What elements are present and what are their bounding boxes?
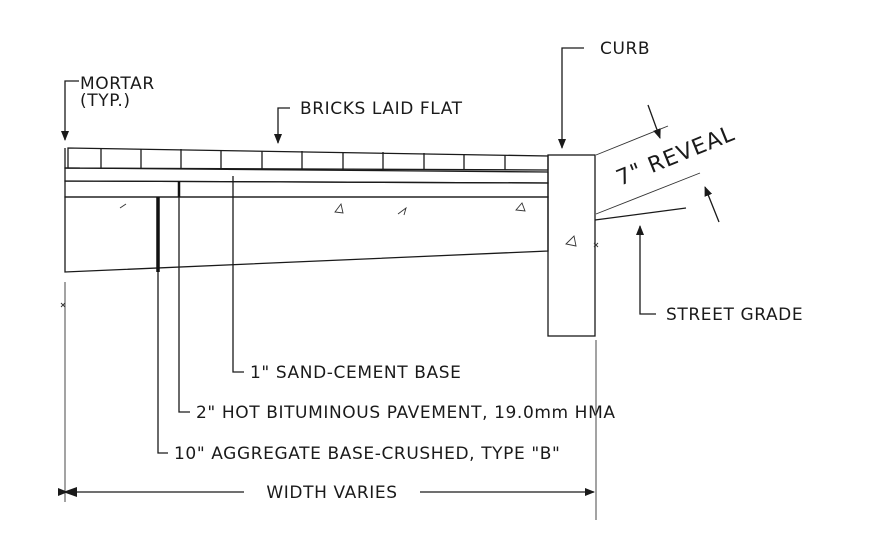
aggregate-base-layer [64,196,549,273]
sand-cement-leader [232,176,244,373]
hot-bituminous-label: 2" HOT BITUMINOUS PAVEMENT, 19.0mm HMA [196,403,616,423]
aggregate-label: 10" AGGREGATE BASE-CRUSHED, TYPE "B" [174,444,560,464]
hot-bituminous-leader [178,197,190,413]
mortar-leader [61,80,79,141]
reveal-label: 7" REVEAL [613,121,739,191]
sand-cement-label: 1" SAND-CEMENT BASE [250,363,461,383]
bricks-leader [274,107,290,144]
curb-marking [565,235,577,247]
reference-ticks [60,242,599,308]
curb-label: CURB [600,39,650,59]
brick-course [67,147,549,171]
bricks-label: BRICKS LAID FLAT [300,99,463,119]
aggregate-markings [119,202,526,216]
street-grade-leader [636,225,656,315]
reveal-dimension [595,104,720,223]
width-label: WIDTH VARIES [266,483,397,503]
mortar-label-line2: (TYP.) [80,91,131,111]
street-grade-line [594,207,687,221]
curb-leader [558,47,584,149]
hot-bituminous-layer [64,180,549,198]
width-dimension [58,282,597,520]
mortar-label-line1: MORTAR [80,74,155,94]
street-grade-label: STREET GRADE [666,305,803,325]
aggregate-leader [157,272,168,454]
mortar-joint [64,148,80,169]
